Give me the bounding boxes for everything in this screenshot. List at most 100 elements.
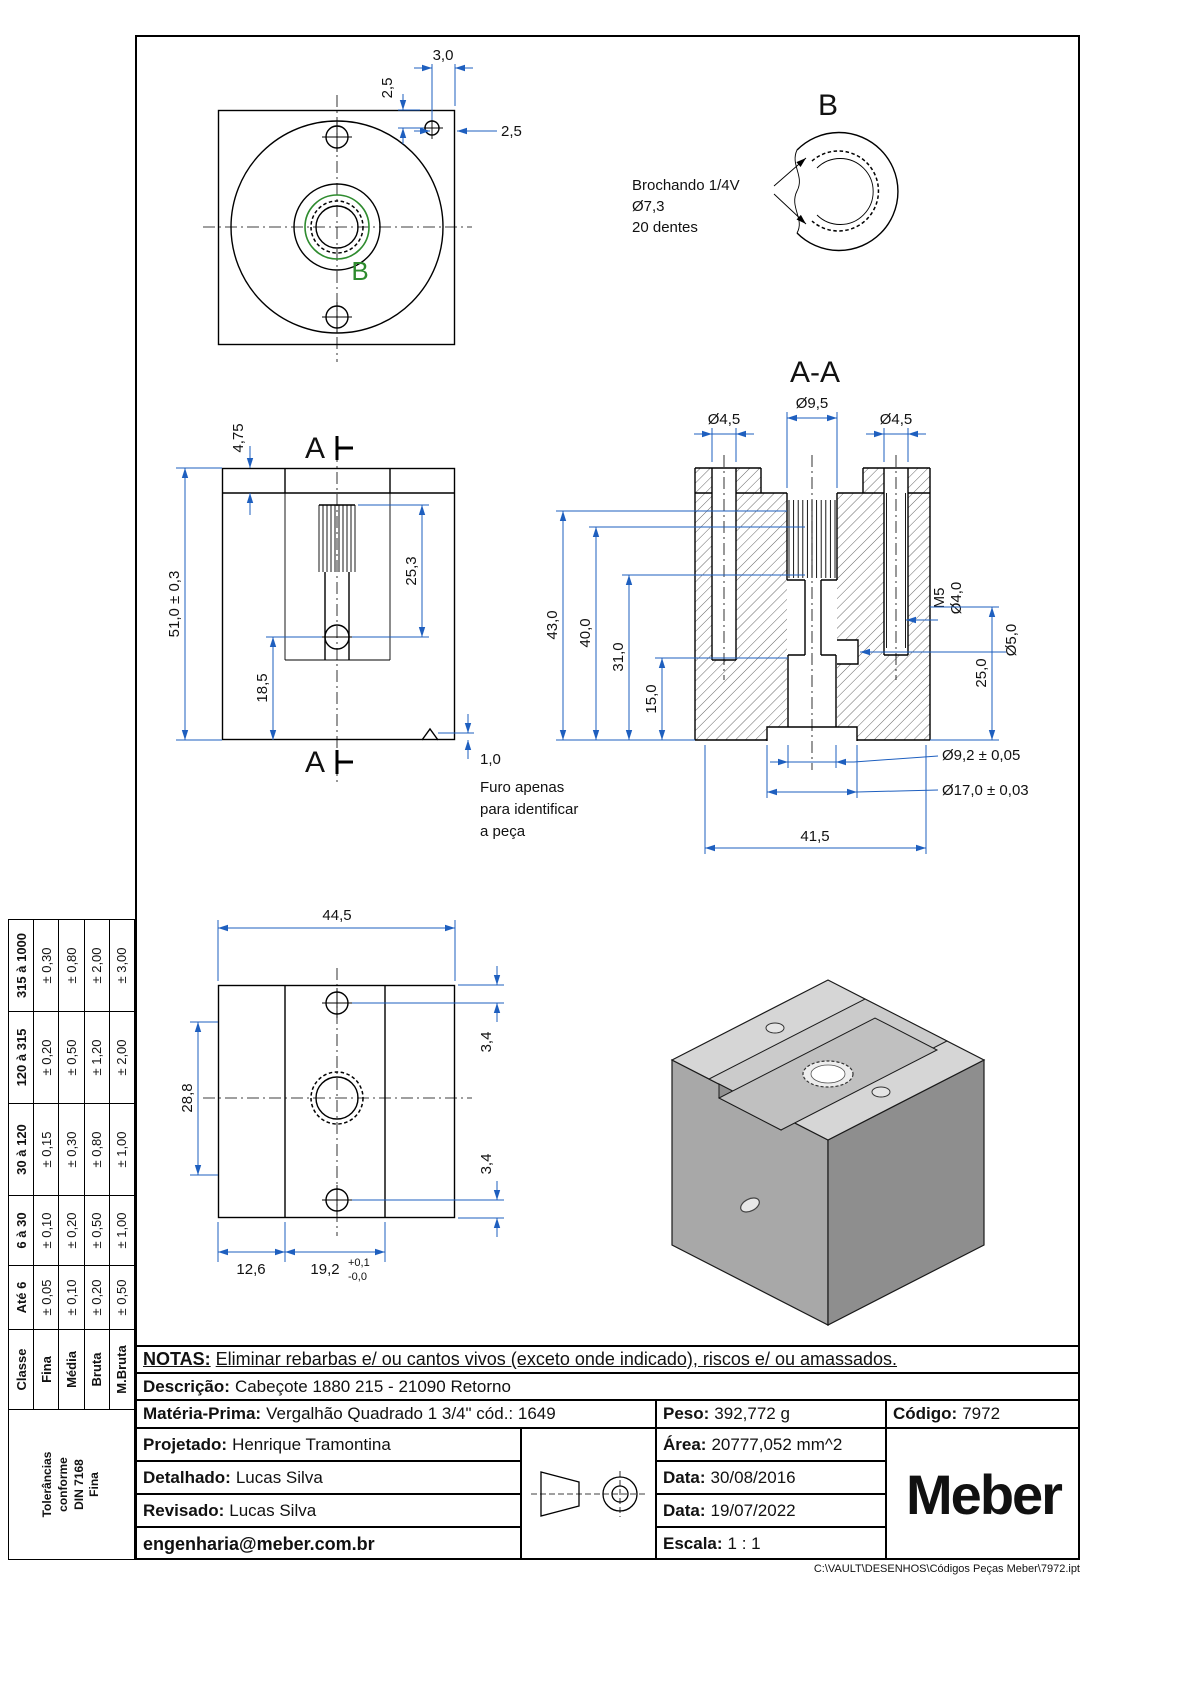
- thread-lines: [886, 493, 906, 648]
- bore-centerlines: [723, 455, 897, 770]
- iso-top-hole: [871, 1086, 891, 1098]
- dim-text: 41,5: [800, 828, 829, 845]
- weight-value: 392,772 g: [714, 1404, 790, 1423]
- dim-depth-stack: 43,0 40,0 31,0 15,0: [544, 510, 805, 741]
- spline-root-arc: [816, 158, 874, 225]
- dim-text: 15,0: [643, 684, 660, 713]
- date1-cell: Data:30/08/2016: [655, 1460, 885, 1493]
- dim-dia-9-5: Ø9,5: [786, 395, 838, 488]
- date2-cell: Data:19/07/2022: [655, 1493, 885, 1526]
- isometric-view: [670, 979, 986, 1326]
- description-value: Cabeçote 1880 215 - 21090 Retorno: [234, 1376, 511, 1396]
- tolerance-value: ± 1,00: [109, 1103, 135, 1196]
- drawing-frame: [135, 35, 1080, 1560]
- tolerance-header: 120 à 315: [8, 1011, 34, 1104]
- date2-label: Data:: [663, 1500, 706, 1520]
- slot-walls: [760, 468, 864, 493]
- dim-text: 19,2: [310, 1261, 339, 1278]
- id-note: a peça: [480, 823, 526, 840]
- part-outline: [221, 467, 456, 741]
- spline-teeth-lines: [788, 500, 836, 578]
- detail-b-circle: [304, 194, 370, 260]
- spline-teeth-lines: [318, 505, 356, 572]
- company-logo: Meber: [885, 1427, 1080, 1560]
- dim-text: 12,6: [236, 1261, 265, 1278]
- dim-text: 18,5: [254, 673, 271, 702]
- scale-value: 1 : 1: [727, 1534, 761, 1553]
- tolerance-note-line: conforme: [55, 1457, 70, 1512]
- dim-dia-5-0: Ø5,0: [860, 624, 1020, 657]
- cross-hole-section: [837, 639, 859, 665]
- spline-bore: [315, 205, 359, 249]
- tolerance-header: 30 à 120: [8, 1103, 34, 1196]
- area-cell: Área:20777,052 mm^2: [655, 1427, 885, 1460]
- tolerance-value: ± 2,00: [109, 1011, 135, 1104]
- dim-text: Ø4,5: [880, 411, 913, 428]
- tolerance-value: ± 0,30: [58, 1103, 85, 1196]
- dim-text: 2,5: [379, 78, 396, 99]
- spline-teeth: [310, 200, 364, 254]
- material-value: Vergalhão Quadrado 1 3/4" cód.: 1649: [266, 1404, 556, 1423]
- scale-cell: Escala:1 : 1: [655, 1526, 885, 1560]
- tolerance-value: ± 0,50: [58, 1011, 85, 1104]
- tolerance-value: ± 1,00: [109, 1195, 135, 1266]
- date1-label: Data:: [663, 1467, 706, 1487]
- email-text: engenharia@meber.com.br: [143, 1533, 375, 1554]
- detailed-cell: Detalhado:Lucas Silva: [135, 1460, 520, 1493]
- dim-text: M5: [931, 588, 948, 609]
- dim-text: Ø17,0 ± 0,03: [942, 782, 1029, 799]
- break-line: [794, 149, 800, 234]
- tolerance-note-line: DIN 7168: [71, 1459, 86, 1510]
- dim-text: Ø5,0: [1003, 624, 1020, 657]
- side-view: A A 4,75 51,0 ± 0,3 25,3: [166, 423, 578, 840]
- dim-25-0: 25,0: [930, 606, 999, 741]
- section-view: A-A: [544, 356, 1029, 854]
- tolerance-table-wrap: Tolerâncias conforme DIN 7168 Fina Class…: [8, 919, 135, 1560]
- broach-note: 20 dentes: [632, 219, 698, 236]
- reviewed-cell: Revisado:Lucas Silva: [135, 1493, 520, 1526]
- dim-tolerance-upper: +0,1: [348, 1257, 370, 1269]
- tolerance-class: Fina: [33, 1329, 59, 1410]
- date2-value: 19/07/2022: [710, 1500, 796, 1520]
- section-label: A: [305, 432, 325, 465]
- dim-text: 31,0: [610, 642, 627, 671]
- id-hole-mark: [421, 727, 439, 741]
- part-outline: [217, 109, 456, 346]
- dim-text: 25,3: [403, 556, 420, 585]
- notes-text: Eliminar rebarbas e/ ou cantos vivos (ex…: [215, 1349, 898, 1369]
- detailed-value: Lucas Silva: [235, 1467, 323, 1487]
- dim-text: Ø9,2 ± 0,05: [942, 747, 1020, 764]
- tolerance-class: M.Bruta: [109, 1329, 135, 1410]
- dim-4-75: 4,75: [230, 423, 254, 515]
- dim-text: 25,0: [973, 658, 990, 687]
- tolerance-note-line: Tolerâncias: [40, 1451, 55, 1518]
- tolerance-value: ± 3,00: [109, 919, 135, 1012]
- tolerance-value: ± 0,20: [33, 1011, 59, 1104]
- detailed-label: Detalhado:: [143, 1467, 231, 1487]
- flange-circle: [230, 120, 444, 334]
- id-note: para identificar: [480, 801, 578, 818]
- tolerance-value: ± 1,20: [84, 1011, 110, 1104]
- tolerance-header: 315 à 1000: [8, 919, 34, 1012]
- dim-3-4-top: 3,4: [352, 966, 504, 1052]
- tolerance-header: Até 6: [8, 1265, 34, 1330]
- iso-top-hole: [765, 1022, 785, 1034]
- tolerance-class: Média: [58, 1329, 85, 1410]
- dim-text: Ø9,5: [796, 395, 829, 412]
- section-title: A-A: [790, 356, 840, 389]
- part-outline: [217, 984, 456, 1219]
- dim-41-5: 41,5: [704, 745, 927, 854]
- front-view: 3,0 2,5 2,5 B: [203, 47, 522, 362]
- material-cell: Matéria-Prima:Vergalhão Quadrado 1 3/4" …: [135, 1399, 655, 1427]
- date1-value: 30/08/2016: [710, 1467, 796, 1487]
- code-cell: Código:7972: [885, 1399, 1080, 1427]
- reviewed-label: Revisado:: [143, 1500, 225, 1520]
- tolerance-value: ± 0,80: [58, 919, 85, 1012]
- tolerance-header: Classe: [8, 1329, 34, 1410]
- tolerance-value: ± 0,10: [58, 1265, 85, 1330]
- tolerance-value: ± 0,10: [33, 1195, 59, 1266]
- detail-outer-arc: [796, 131, 899, 252]
- spline-bore: [786, 493, 838, 581]
- id-note: Furo apenas: [480, 779, 564, 796]
- dim-text: 3,4: [478, 1154, 495, 1175]
